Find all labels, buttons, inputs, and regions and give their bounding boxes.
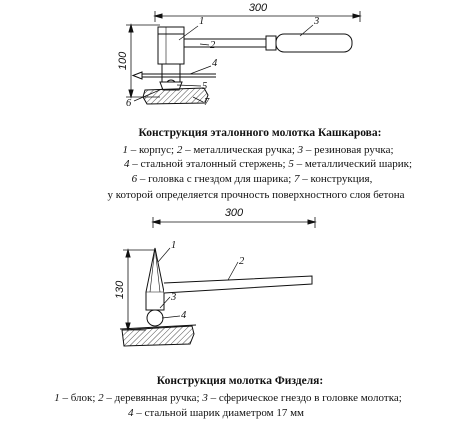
caption-line: 1 – блок; 2 – деревянная ручка; 3 – сфер…	[54, 392, 402, 404]
caption-fig2: Конструкция молотка Физделя: 1 – блок; 2…	[54, 375, 402, 419]
fizdel-hammer-drawing	[119, 217, 317, 347]
label-1: 1	[171, 240, 176, 251]
caption-line: 4 – стальной шарик диаметром 17 мм	[128, 407, 304, 419]
caption-part-text: – металлический шарик;	[294, 158, 412, 170]
caption-part-number: 1	[54, 392, 60, 404]
caption-part-text: – корпус;	[128, 144, 177, 156]
caption-title-fig1: Конструкция эталонного молотка Кашкарова…	[139, 127, 382, 139]
dim-length-300-fig2: 300	[225, 207, 244, 219]
caption-part-number: 2	[177, 144, 183, 156]
label-2: 2	[210, 40, 216, 51]
label-1: 1	[199, 16, 204, 27]
caption-part-text: – стальной шарик диаметром 17 мм	[134, 407, 305, 419]
dim-height-100: 100	[117, 51, 129, 70]
caption-line: 1 – корпус; 2 – металлическая ручка; 3 –…	[122, 144, 393, 156]
label-3: 3	[313, 16, 319, 27]
caption-part-number: 7	[294, 173, 300, 185]
leader-lines-fig1	[133, 24, 314, 103]
label-3: 3	[170, 292, 176, 303]
label-4: 4	[212, 58, 218, 69]
label-4: 4	[181, 310, 187, 321]
caption-part-number: 5	[288, 158, 294, 170]
caption-part-text: – стальной эталонный стержень;	[129, 158, 288, 170]
label-6: 6	[126, 98, 132, 109]
part-labels-fig1: 1 2 3 4 5 6 7	[126, 16, 319, 109]
part-labels-fig2: 1 2 3 4	[170, 240, 245, 321]
leader-lines-fig2	[157, 247, 239, 319]
caption-part-text: – блок;	[60, 392, 98, 404]
kashkarov-hammer-drawing	[126, 11, 362, 105]
caption-part-number: 1	[122, 144, 128, 156]
label-5: 5	[202, 81, 207, 92]
caption-part-text: – металлическая ручка;	[182, 144, 297, 156]
caption-title-fig2: Конструкция молотка Физделя:	[157, 375, 323, 387]
caption-part-number: 2	[98, 392, 104, 404]
label-7: 7	[204, 97, 210, 108]
caption-part-number: 3	[297, 144, 304, 156]
caption-part-number: 4	[124, 158, 130, 170]
caption-part-number: 4	[128, 407, 134, 419]
caption-part-text: – сферическое гнездо в головке молотка;	[208, 392, 402, 404]
caption-part-text: – резиновая ручка;	[303, 144, 393, 156]
caption-fig1: Конструкция эталонного молотка Кашкарова…	[108, 127, 413, 201]
dim-height-130: 130	[114, 280, 126, 299]
dim-length-300: 300	[249, 2, 268, 14]
label-2: 2	[239, 256, 245, 267]
caption-part-number: 3	[201, 392, 208, 404]
caption-line: у которой определяется прочность поверхн…	[108, 189, 405, 201]
caption-part-text: – деревянная ручка;	[104, 392, 203, 404]
caption-line: 6 – головка с гнездом для шарика; 7 – ко…	[132, 173, 373, 185]
caption-line: 4 – стальной эталонный стержень; 5 – мет…	[124, 158, 412, 170]
caption-part-text: у которой определяется прочность поверхн…	[108, 189, 405, 201]
caption-part-text: – конструкция,	[300, 173, 373, 185]
caption-part-text: – головка с гнездом для шарика;	[137, 173, 294, 185]
caption-part-number: 6	[132, 173, 138, 185]
